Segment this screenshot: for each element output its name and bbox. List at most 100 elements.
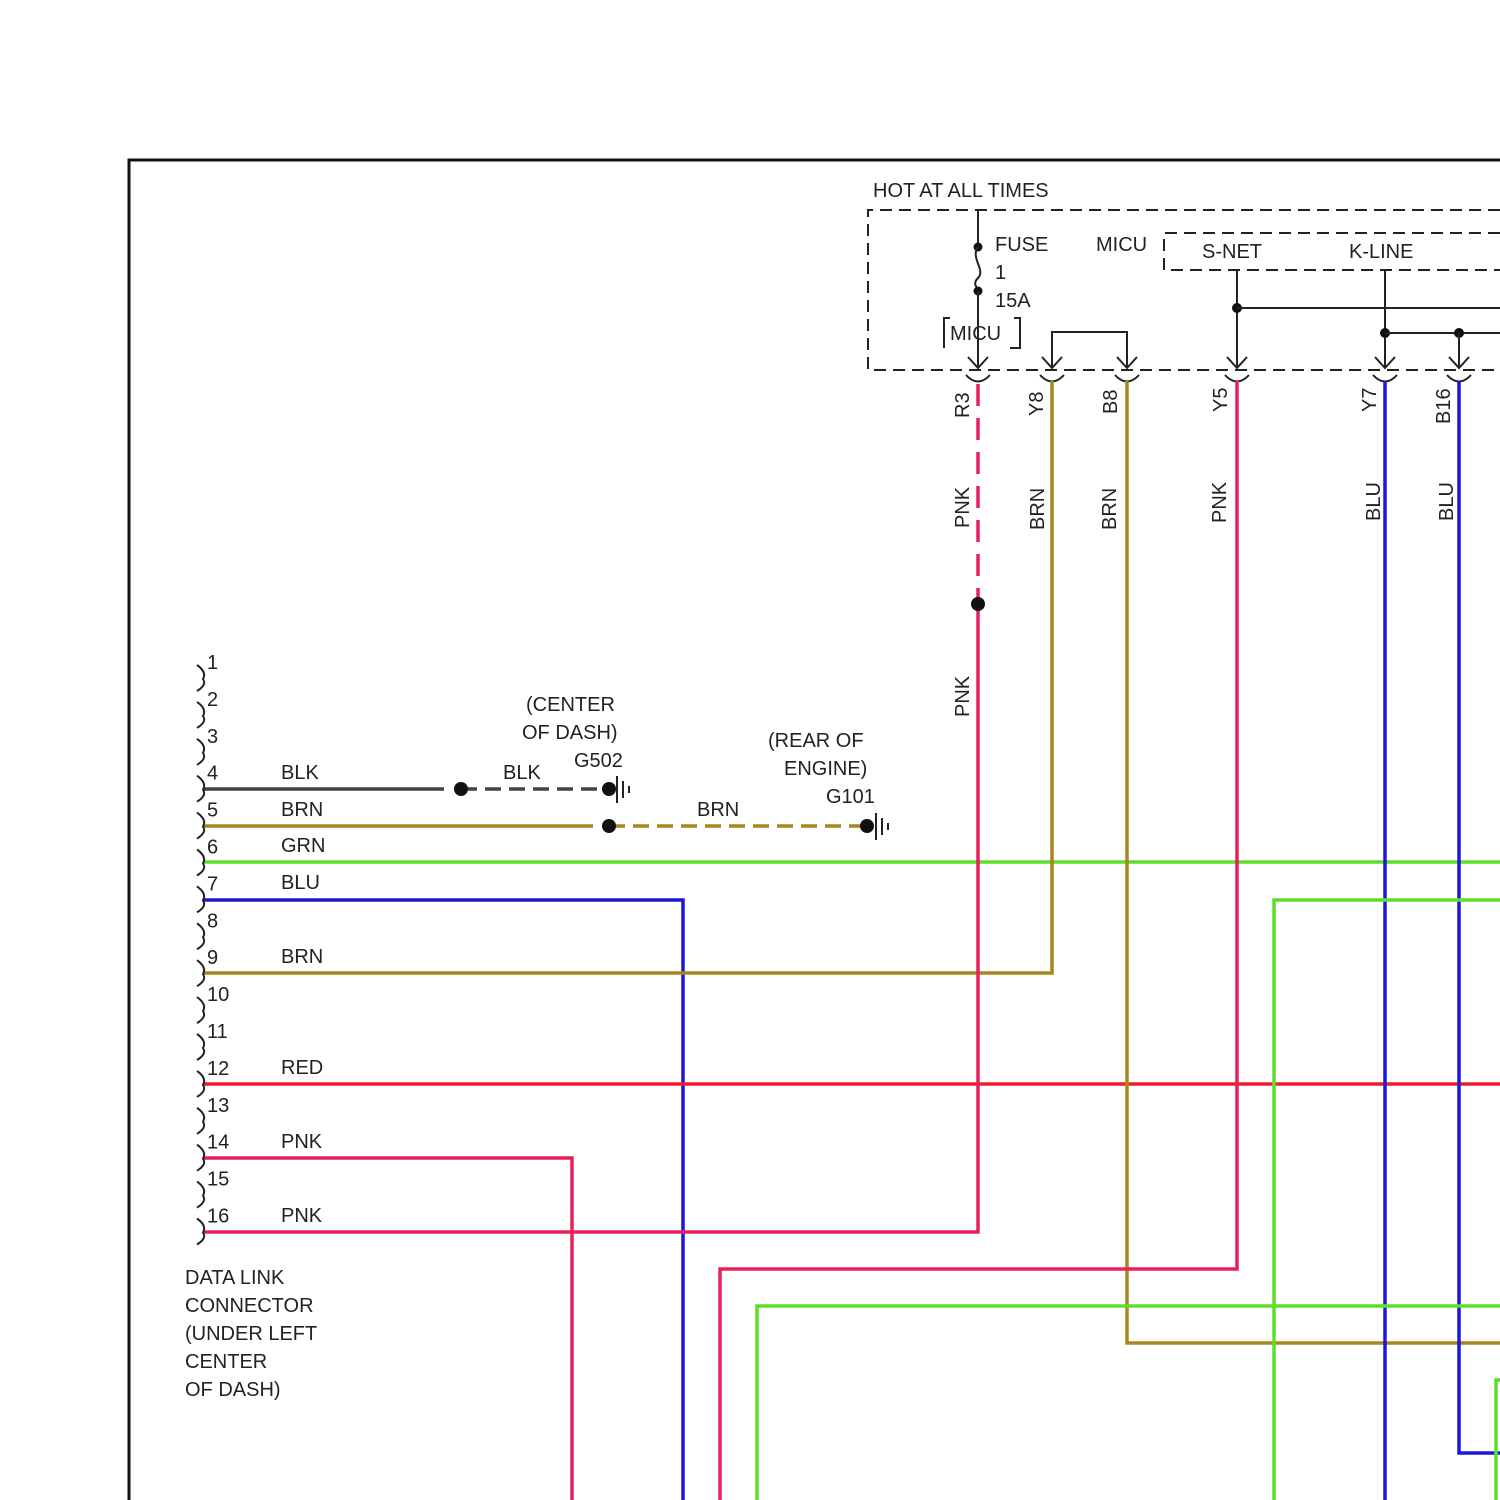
dlc-pin-number-13: 13 <box>207 1095 229 1117</box>
terminal-cap <box>966 375 990 382</box>
dlc-pin-number-11: 11 <box>207 1021 228 1043</box>
ground-g502-location-2: OF DASH) <box>522 722 618 744</box>
dlc-pin-number-14: 14 <box>207 1132 229 1154</box>
fuse-number: 1 <box>995 262 1006 284</box>
dlc-wire-label-pin7: BLU <box>281 872 320 894</box>
terminal-cap <box>1447 375 1471 382</box>
ground-g101: (REAR OF ENGINE) G101 BRN <box>697 730 888 840</box>
dlc-pin-15 <box>197 1182 204 1208</box>
dlc-pin-5 <box>197 813 204 839</box>
dlc-pin-16 <box>197 1219 204 1245</box>
dlc-pin-number-3: 3 <box>207 726 218 748</box>
dlc-pin-13 <box>197 1108 204 1134</box>
dlc-pin-number-4: 4 <box>207 763 218 785</box>
dlc-caption: DATA LINK CONNECTOR (UNDER LEFT CENTER O… <box>185 1267 317 1401</box>
wire-label-y7: BLU <box>1363 482 1385 521</box>
terminal-label-b8: B8 <box>1100 390 1122 414</box>
wires <box>203 381 1500 1500</box>
dlc-pin-number-2: 2 <box>207 689 218 711</box>
ground-g502-location-1: (CENTER <box>526 694 615 716</box>
wire-label-y5: PNK <box>1209 481 1231 523</box>
dlc-wire-label-pin9: BRN <box>281 946 323 968</box>
power-source-label: HOT AT ALL TIMES <box>873 180 1049 202</box>
dlc-caption-line-3: (UNDER LEFT <box>185 1323 317 1345</box>
kline-label: K-LINE <box>1349 241 1413 263</box>
fuse-label: FUSE <box>995 234 1048 256</box>
dlc-pin-number-1: 1 <box>207 652 218 674</box>
wire-label-b16: BLU <box>1436 482 1458 521</box>
wire-label-r3-upper: PNK <box>952 486 974 528</box>
wire-label-y8: BRN <box>1027 488 1049 530</box>
wire-grn-right-1 <box>1274 900 1500 1500</box>
dlc-wire-label-pin16: PNK <box>281 1205 323 1227</box>
micu-module: HOT AT ALL TIMES MICU S-NET K-LINE FUSE … <box>868 180 1500 370</box>
micu-label: MICU <box>1096 234 1147 256</box>
dlc-pin-number-7: 7 <box>207 873 218 895</box>
dlc-pin-number-15: 15 <box>207 1169 229 1191</box>
wire-pin7-blu <box>203 900 683 1500</box>
dlc-pin-number-5: 5 <box>207 800 218 822</box>
terminal-cap <box>1225 375 1249 382</box>
dlc-caption-line-2: CONNECTOR <box>185 1295 314 1317</box>
ground-g101-wire-label: BRN <box>697 799 739 821</box>
dlc-pin-12 <box>197 1071 204 1097</box>
terminal-cap <box>1115 375 1139 382</box>
splice-g101-end <box>860 819 874 833</box>
dlc-caption-line-4: CENTER <box>185 1351 267 1373</box>
micu-inner-label: MICU <box>950 323 1001 345</box>
ground-g502-wire-label: BLK <box>503 762 541 784</box>
y8-b8-internal-link <box>1052 332 1127 368</box>
ground-g101-location-1: (REAR OF <box>768 730 864 752</box>
splice-g502-end <box>602 782 616 796</box>
wire-pin9-brn <box>203 381 1052 973</box>
terminal-cap <box>1040 375 1064 382</box>
splice-g101 <box>602 819 616 833</box>
splice-r3 <box>971 597 985 611</box>
dlc-pin-number-8: 8 <box>207 910 218 932</box>
dlc-pin-4 <box>197 776 204 802</box>
ground-g101-location-2: ENGINE) <box>784 758 867 780</box>
dlc-wire-label-pin14: PNK <box>281 1131 323 1153</box>
dlc-caption-line-5: OF DASH) <box>185 1379 281 1401</box>
dlc-pin-number-6: 6 <box>207 837 218 859</box>
snet-label: S-NET <box>1202 241 1262 263</box>
dlc-caption-line-1: DATA LINK <box>185 1267 285 1289</box>
dlc-pin-number-9: 9 <box>207 947 218 969</box>
dlc-pin-number-12: 12 <box>207 1058 229 1080</box>
wire-label-r3-lower: PNK <box>952 675 974 717</box>
dlc-pin-9 <box>197 960 204 986</box>
dlc-pin-7 <box>197 886 204 912</box>
terminal-label-b16: B16 <box>1433 388 1455 424</box>
dlc-pin-2 <box>197 702 204 728</box>
diagram-frame <box>129 160 1500 1500</box>
dlc-pin-number-10: 10 <box>207 984 229 1006</box>
vertical-wire-labels: PNK PNK BRN BRN PNK BLU BLU <box>952 481 1458 717</box>
dlc-pin-1 <box>197 665 204 691</box>
fuse-element <box>975 247 980 291</box>
wire-b16-blu <box>1459 381 1500 1453</box>
dlc-pin-11 <box>197 1034 204 1060</box>
dlc-wire-label-pin6: GRN <box>281 835 325 857</box>
splice-g502 <box>454 782 468 796</box>
terminal-labels: R3 Y8 B8 Y5 Y7 B16 <box>952 388 1455 424</box>
dlc-wire-label-pin4: BLK <box>281 762 319 784</box>
terminal-label-r3: R3 <box>952 392 974 418</box>
ground-g101-id: G101 <box>826 786 875 808</box>
dlc-pin-6 <box>197 850 204 876</box>
terminal-cap <box>1373 375 1397 382</box>
terminal-label-y7: Y7 <box>1359 388 1381 412</box>
dlc-wire-label-pin12: RED <box>281 1057 323 1079</box>
dlc-pin-number-16: 16 <box>207 1206 229 1228</box>
dlc-pin-8 <box>197 923 204 949</box>
dlc-wire-label-pin5: BRN <box>281 799 323 821</box>
wire-grn-right-3 <box>1496 1380 1500 1500</box>
wire-label-b8: BRN <box>1099 488 1121 530</box>
fuse-rating: 15A <box>995 290 1031 312</box>
terminal-label-y5: Y5 <box>1210 388 1232 412</box>
terminal-label-y8: Y8 <box>1026 392 1048 416</box>
dlc-pin-10 <box>197 997 204 1023</box>
dlc-pin-3 <box>197 739 204 765</box>
ground-g502-id: G502 <box>574 750 623 772</box>
